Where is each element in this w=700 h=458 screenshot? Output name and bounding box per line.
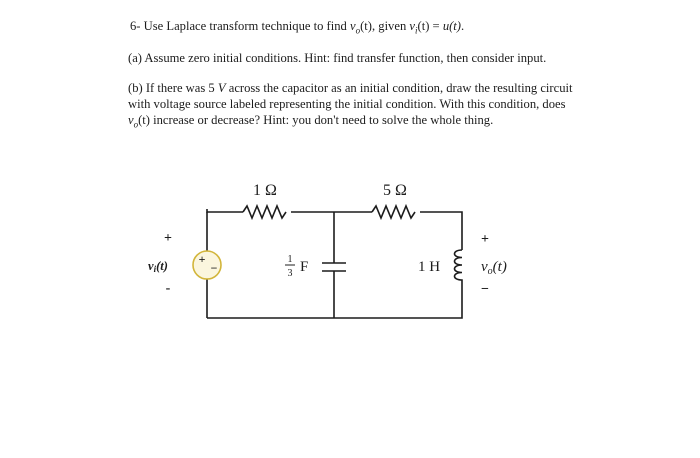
part-b-line-3: vo(t) increase or decrease? Hint: you do… [128, 112, 493, 133]
wire-top-right [420, 211, 463, 250]
capacitor-frac-den: 3 [288, 268, 293, 279]
wire-left-top [206, 209, 243, 213]
inductor-coil [453, 249, 463, 288]
given-text: , given [371, 19, 410, 33]
part-b-volt-unit: V [217, 81, 226, 95]
problem-intro-text: Use Laplace transform technique to find [143, 19, 350, 33]
resistor-2 [371, 203, 416, 221]
voltage-source [192, 250, 222, 280]
v-o-symbol: v [349, 19, 356, 33]
part-a-text: (a) Assume zero initial conditions. Hint… [128, 51, 547, 65]
output-voltage-label: vo(t) [481, 259, 507, 277]
part-b-line-2: with voltage source labeled representing… [128, 97, 566, 111]
output-polarity-plus: + [481, 232, 489, 247]
problem-line-1: 6- Use Laplace transform technique to fi… [130, 18, 464, 39]
output-polarity-minus: − [481, 282, 489, 297]
v-i-subscript: i [415, 25, 418, 36]
line1-period: . [461, 19, 465, 33]
v-i-symbol: v [409, 19, 415, 33]
source-voltage-label: vi(t) [148, 259, 168, 274]
problem-number: 6- [130, 19, 141, 33]
resistor-1-label: 1 Ω [253, 182, 277, 199]
resistor-2-label: 5 Ω [383, 182, 407, 199]
part-b-line3-text: increase or decrease? Hint: you don't ne… [149, 113, 494, 127]
v-o-arg: (t) [360, 19, 372, 33]
resistor-1 [242, 203, 287, 221]
v-o-subscript-b: o [133, 119, 139, 130]
part-b-suffix: across the capacitor as an initial condi… [225, 81, 573, 95]
source-polarity-minus: - [166, 281, 171, 296]
capacitor-frac-num: 1 [288, 254, 293, 265]
source-symbol-minus: − [211, 261, 218, 275]
source-symbol-plus: + [199, 252, 206, 266]
v-i-arg: (t) [417, 19, 430, 33]
v-o-arg-b: (t) [138, 113, 150, 127]
part-b-line-1: (b) If there was 5 V across the capacito… [128, 80, 573, 96]
source-polarity-plus: + [164, 231, 172, 246]
unit-step: u(t) [442, 19, 461, 33]
v-o-symbol-b: v [128, 113, 134, 127]
wire-bottom [207, 288, 463, 319]
part-b-prefix: (b) If there was 5 [128, 81, 218, 95]
equals-sign: = [429, 19, 443, 33]
inductor-label: 1 H [418, 259, 440, 275]
v-o-subscript: o [355, 25, 361, 36]
capacitor-unit: F [300, 259, 308, 275]
